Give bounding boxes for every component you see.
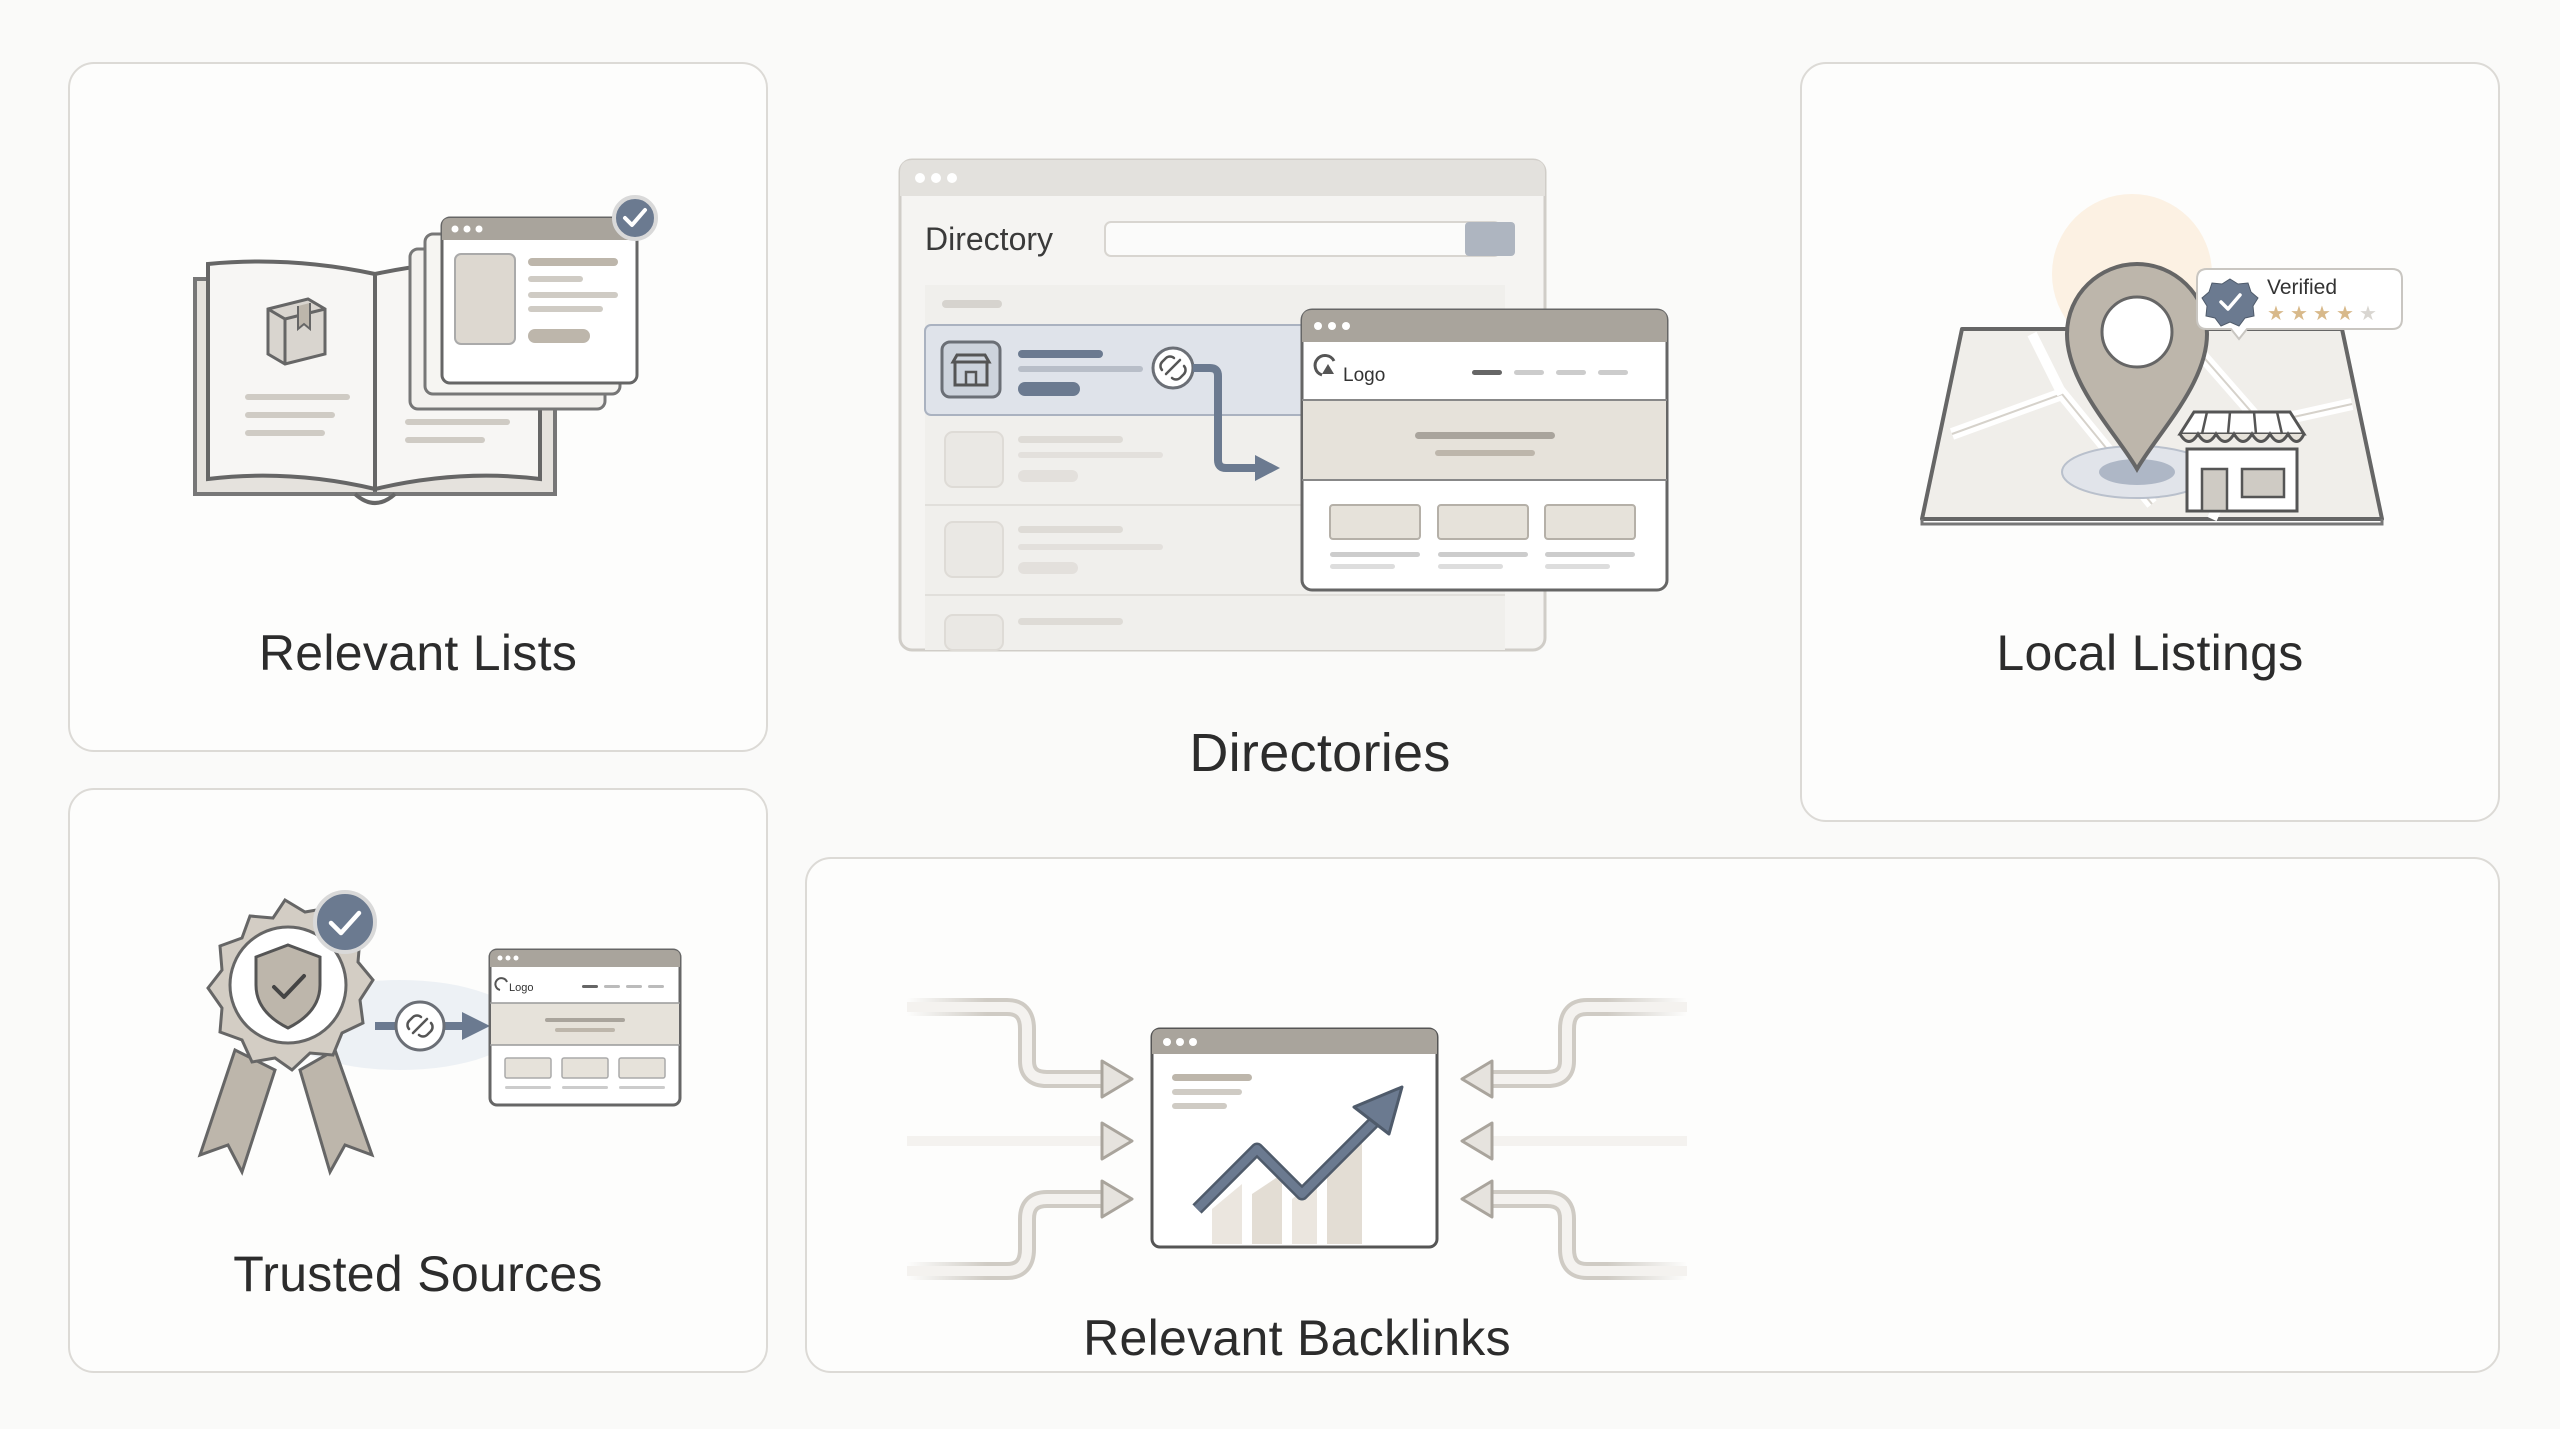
- rating-stars: ★ ★ ★ ★ ★: [2267, 303, 2377, 325]
- store-icon: [2177, 410, 2307, 513]
- website-logo-text: Logo: [509, 982, 533, 994]
- incoming-links-left: [907, 998, 1134, 1280]
- relevant-backlinks-illustration: [907, 998, 1687, 1280]
- growth-window: [1150, 1027, 1439, 1249]
- relevant-lists-illustration: [193, 195, 658, 505]
- check-badge-icon: [2201, 278, 2259, 327]
- website-window: Logo: [1300, 308, 1669, 592]
- verified-text: Verified: [2267, 276, 2337, 299]
- directory-search-label: Directory: [925, 221, 1053, 257]
- directories-block: Directory: [790, 140, 1890, 800]
- star-filled-icon: ★: [2267, 303, 2285, 325]
- trusted-sources-illustration: Logo: [197, 890, 682, 1176]
- trend-arrow-icon: [1192, 1085, 1404, 1214]
- link-icon: [394, 1000, 446, 1052]
- card-label-local-listings: Local Listings: [1996, 625, 2304, 681]
- card-local-listings: Verified ★ ★ ★ ★ ★ Local Listings: [1800, 62, 2500, 822]
- card-trusted-sources: Logo Trusted Sources: [68, 788, 768, 1373]
- map-pin-icon: [2064, 261, 2210, 474]
- directory-search-input[interactable]: [1104, 221, 1501, 257]
- directories-illustration: Directory: [898, 158, 1669, 652]
- link-icon: [1151, 346, 1195, 390]
- incoming-links-right: [1460, 998, 1687, 1280]
- card-relevant-backlinks: Relevant Backlinks: [805, 857, 2500, 1373]
- card-label-directories: Directories: [1189, 723, 1451, 783]
- card-label-relevant-lists: Relevant Lists: [258, 625, 578, 681]
- verified-badge: Verified ★ ★ ★ ★ ★: [2196, 268, 2403, 341]
- link-arrow: [1193, 364, 1260, 472]
- star-filled-icon: ★: [2290, 303, 2308, 325]
- star-empty-icon: ★: [2359, 303, 2377, 325]
- store-icon: [940, 340, 1002, 399]
- card-relevant-lists: Relevant Lists: [68, 62, 768, 752]
- star-filled-icon: ★: [2313, 303, 2331, 325]
- card-label-trusted-sources: Trusted Sources: [233, 1246, 603, 1302]
- card-label-relevant-backlinks: Relevant Backlinks: [1083, 1310, 1511, 1366]
- star-filled-icon: ★: [2336, 303, 2354, 325]
- stacked-windows: [408, 216, 639, 411]
- check-badge-icon: [612, 195, 658, 241]
- directory-search-button[interactable]: [1465, 222, 1515, 256]
- website-logo-text: Logo: [1343, 365, 1385, 386]
- check-badge-icon: [313, 890, 377, 954]
- local-listings-illustration: Verified ★ ★ ★ ★ ★: [1920, 194, 2403, 526]
- shield-check-icon: [254, 943, 322, 1030]
- website-window: Logo: [488, 948, 682, 1107]
